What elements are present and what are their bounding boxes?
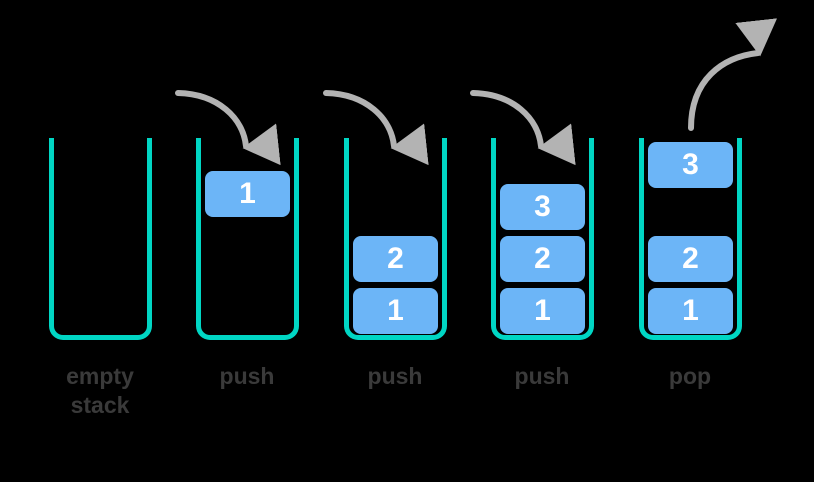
- stack-column-caption: push: [367, 363, 423, 389]
- stack-column-caption: empty stack: [66, 363, 134, 418]
- stack-container: [49, 138, 152, 340]
- stack-block: 2: [500, 236, 585, 282]
- stack-block: 3: [500, 184, 585, 230]
- stack-block: 1: [353, 288, 438, 334]
- stack-container: [344, 138, 447, 340]
- stack-column-push-2: 2 1 push: [320, 0, 470, 482]
- stack-container: [639, 138, 742, 340]
- stack-block: 2: [353, 236, 438, 282]
- stack-block: 1: [648, 288, 733, 334]
- stack-container: [491, 138, 594, 340]
- stack-block: 1: [205, 171, 290, 217]
- stack-column-push-1: 1 push: [172, 0, 322, 482]
- stack-column-caption: push: [514, 363, 570, 389]
- stack-column-pop-3: 3 2 1 pop: [615, 0, 765, 482]
- stack-column-caption: push: [219, 363, 275, 389]
- stack-column-push-3: 3 2 1 push: [467, 0, 617, 482]
- stack-block: 1: [500, 288, 585, 334]
- stack-column-caption: pop: [668, 363, 712, 389]
- stack-block: 2: [648, 236, 733, 282]
- stack-container: [196, 138, 299, 340]
- stack-column-empty-stack: empty stack: [25, 0, 175, 482]
- stack-block: 3: [648, 142, 733, 188]
